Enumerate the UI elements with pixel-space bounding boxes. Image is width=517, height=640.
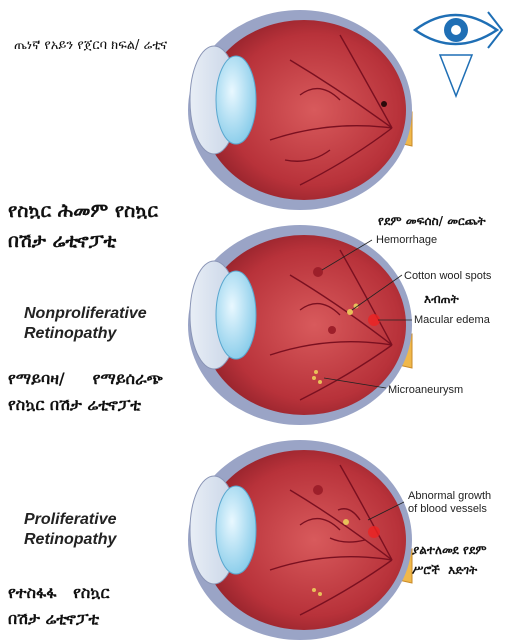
eye-logo [412,11,504,99]
hemorrhage-spot [313,267,323,277]
diagram1-am-subtitle: የማይባዛ/ የማይሰራጭ የስኳር በሽታ ሬቲኖፓቲ [8,366,163,418]
blood-vessels [269,34,393,186]
macular-edema [368,526,380,538]
label-hemorrhage-am: የደም መፍሰስ/ መርጨት [378,214,486,228]
lens [215,485,257,575]
diagram1-en-title-line2: Retinopathy [24,325,117,342]
diagram2-en-title-line1: Proliferative [24,511,117,528]
leader-lines [367,501,405,521]
eye-interior [202,20,406,200]
label-abnormal-line2: of blood vessels [408,503,487,515]
blood-vessels [269,249,393,401]
label-edema-am: እብጠት [424,292,459,306]
diagram1-am-sub-line1: የማይባዛ/ የማይሰራጭ [8,369,163,388]
eye-nonproliferative [188,225,413,425]
microaneurysm [312,588,316,592]
diagram2-am-title-line1: የተስፋፋ የስኳር [8,583,110,602]
diagram1-am-sub-line2: የስኳር በሽታ ሬቲኖፓቲ [8,395,142,414]
macular-edema [368,314,380,326]
hemorrhage-spot [313,485,323,495]
label-hemorrhage: Hemorrhage [376,234,438,246]
label-macular-edema: Macular edema [414,314,490,326]
diagram2-am-title-line2: በሽታ ሬቲኖፓቲ [8,609,100,628]
label-cotton-wool: Cotton wool spots [404,270,492,282]
label-abnormal-am-line2: ሥሮች እድገት [412,563,478,577]
microaneurysm [318,380,322,384]
diagram1-am-title-line1: የስኳር ሕመም የስኳር [8,200,158,222]
diagram2-en-title: Proliferative Retinopathy [24,510,116,550]
eye-healthy [188,10,413,210]
microaneurysm [318,592,322,596]
cotton-wool-spot [353,303,359,309]
label-microaneurysm: Microaneurysm [388,384,464,396]
hemorrhage-spot [328,326,336,334]
diagram1-en-title: Nonproliferative Retinopathy [24,304,147,344]
label-abnormal-am: ያልተለመደ የደም ሥሮች እድገት [412,540,487,580]
microaneurysm [314,370,318,374]
leader-lines [321,239,412,389]
macula [381,101,387,107]
eye-proliferative [188,440,413,640]
diagram1-am-title: የስኳር ሕመም የስኳር በሽታ ሬቲኖፓቲ [8,196,158,256]
diagram2-en-title-line2: Retinopathy [24,531,117,548]
cotton-wool-spot [347,309,353,315]
diagram1-am-title-line2: በሽታ ሬቲኖፓቲ [8,230,117,252]
diagram2-am-title: የተስፋፋ የስኳር በሽታ ሬቲኖፓቲ [8,580,109,632]
blood-vessels [269,464,393,616]
label-abnormal-am-line1: ያልተለመደ የደም [412,543,487,557]
lens [215,55,257,145]
lens [215,270,257,360]
top-title: ጤነኛ የአይን የጀርባ ክፍል/ ሬቲና [14,38,168,53]
diagram1-en-title-line1: Nonproliferative [24,305,147,322]
microaneurysm [312,376,316,380]
label-abnormal-line1: Abnormal growth [408,490,492,502]
cotton-wool-spot [343,519,349,525]
label-abnormal-growth: Abnormal growth of blood vessels [408,490,491,516]
